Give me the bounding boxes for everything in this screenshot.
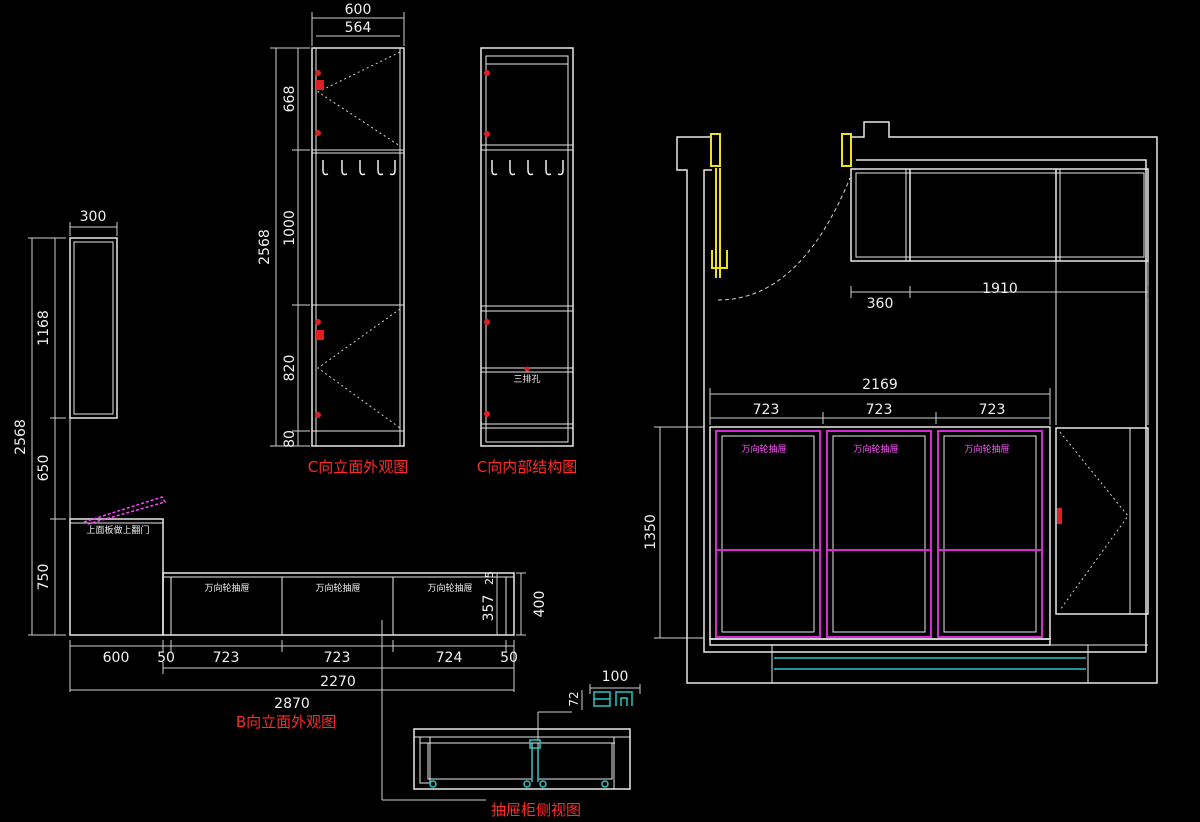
dim-b-300: 300: [80, 209, 107, 225]
dim-b-650: 650: [36, 455, 52, 482]
dim-b-357: 357: [481, 595, 497, 622]
dim-p-723c: 723: [979, 402, 1006, 418]
title-c-interior: C向内部结构图: [477, 458, 577, 476]
caster-wheel-icon: [429, 780, 609, 788]
dim-c-564: 564: [345, 20, 372, 36]
plan-drawer-label-2: 万向轮抽屉: [853, 443, 898, 455]
dim-b-724: 724: [436, 650, 463, 666]
drawer-unit-1: [715, 430, 821, 638]
dim-b-400: 400: [532, 591, 548, 618]
dim-b-600: 600: [103, 650, 130, 666]
dim-c-820: 820: [282, 355, 298, 382]
b-exterior-elevation: 上面板做上翻门 万向轮抽屉 万向轮抽屉 万向轮抽屉 2568 1168 650 …: [13, 209, 548, 731]
socket-label: 三排孔: [513, 373, 540, 385]
drawer-label-3: 万向轮抽屉: [427, 582, 472, 594]
plan-drawer-label-3: 万向轮抽屉: [964, 443, 1009, 455]
dim-c-668: 668: [282, 86, 298, 113]
coat-hooks-icon: [491, 160, 564, 176]
dim-c-2568: 2568: [257, 229, 273, 265]
drawer-unit-3: [937, 430, 1043, 638]
dim-b-723b: 723: [324, 650, 351, 666]
drawer-unit-2: [826, 430, 932, 638]
dim-p-2169: 2169: [862, 377, 898, 393]
dim-b-50a: 50: [157, 650, 175, 666]
dim-p-723a: 723: [753, 402, 780, 418]
dim-p-1350: 1350: [643, 514, 659, 550]
drawer-label-2: 万向轮抽屉: [315, 582, 360, 594]
dim-b-2270: 2270: [320, 674, 356, 690]
dim-p-360: 360: [867, 296, 894, 312]
dim-c-600: 600: [345, 2, 372, 18]
dim-b-2870: 2870: [274, 696, 310, 712]
drawer-side-view: 100 72 抽屉柜侧视图: [381, 620, 641, 819]
dim-c-80: 80: [282, 430, 298, 448]
dim-b-723a: 723: [213, 650, 240, 666]
c-exterior-elevation: 600 564 2568 668 1000 820 80 C向立面外观图: [257, 2, 408, 476]
dim-b-750: 750: [36, 564, 52, 591]
title-c-exterior: C向立面外观图: [308, 458, 408, 476]
dim-c-1000: 1000: [282, 210, 298, 246]
coat-hooks-icon: [322, 160, 396, 176]
c-interior-structure: 三排孔 C向内部结构图: [477, 47, 577, 476]
title-b-exterior: B向立面外观图: [236, 713, 336, 731]
dim-s-100: 100: [602, 669, 629, 685]
dim-b-25: 25: [483, 571, 496, 585]
plan-view: 360 1910 万向轮抽屉 万向轮抽屉 万向轮抽屉: [643, 121, 1158, 684]
flip-door-label: 上面板做上翻门: [86, 524, 149, 536]
dim-p-723b: 723: [866, 402, 893, 418]
title-drawer-side: 抽屉柜侧视图: [491, 801, 581, 819]
dim-b-50b: 50: [500, 650, 518, 666]
plan-drawer-label-1: 万向轮抽屉: [741, 443, 786, 455]
dim-b-1168: 1168: [36, 310, 52, 346]
dim-s-72: 72: [567, 691, 581, 706]
drawer-label-1: 万向轮抽屉: [204, 582, 249, 594]
dim-p-1910: 1910: [982, 281, 1018, 297]
dim-b-2568: 2568: [13, 419, 29, 455]
